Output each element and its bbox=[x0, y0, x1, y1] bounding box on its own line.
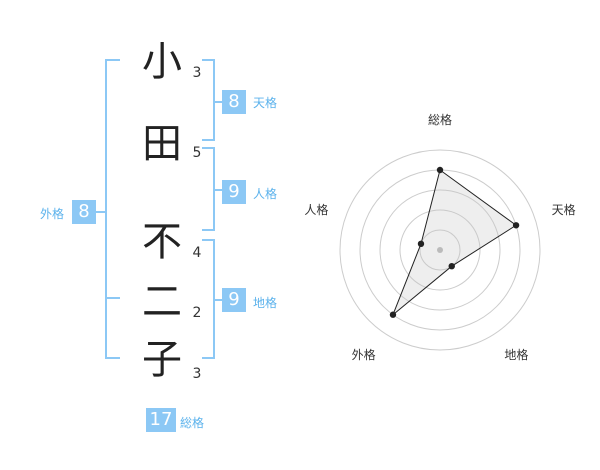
radar-area bbox=[392, 169, 517, 316]
name-char-2: 田 bbox=[142, 121, 182, 167]
name-char-4: 二 bbox=[142, 279, 182, 325]
tenkaku-value: 8 bbox=[222, 90, 246, 114]
gaikaku-label: 外格 bbox=[40, 207, 65, 221]
radar-axis-label-4: 外格 bbox=[352, 347, 376, 362]
radar-ring-5 bbox=[339, 149, 541, 351]
stroke-count-3: 4 bbox=[192, 245, 202, 261]
radar-axis-label-3: 地格 bbox=[504, 347, 528, 362]
radar-axis-label-1: 総格 bbox=[428, 112, 452, 127]
stroke-count-4: 2 bbox=[192, 305, 202, 321]
name-char-5: 子 bbox=[142, 337, 182, 383]
jinkaku-label: 人格 bbox=[253, 187, 278, 201]
name-char-3: 不 bbox=[142, 219, 182, 265]
radar-axis-label-2: 天格 bbox=[552, 202, 576, 217]
stroke-count-1: 3 bbox=[192, 65, 202, 81]
chikaku-label: 地格 bbox=[253, 296, 278, 310]
radar-ring-3 bbox=[379, 189, 501, 311]
name-char-1: 小 bbox=[142, 39, 182, 85]
radar-ring-1 bbox=[419, 229, 461, 271]
radar-point-3 bbox=[448, 262, 455, 270]
soukaku-label: 総格 bbox=[180, 416, 205, 430]
soukaku-value: 17 bbox=[146, 408, 176, 432]
radar-ring-2 bbox=[399, 209, 481, 291]
chikaku-value: 9 bbox=[222, 288, 246, 312]
radar-center-dot bbox=[437, 247, 443, 253]
radar-point-2 bbox=[512, 222, 520, 229]
gaikaku-value: 8 bbox=[72, 200, 96, 224]
jinkaku-value: 9 bbox=[222, 180, 246, 204]
radar-point-1 bbox=[436, 166, 444, 174]
tenkaku-label: 天格 bbox=[253, 96, 278, 110]
radar-point-4 bbox=[389, 311, 397, 318]
stroke-count-2: 5 bbox=[192, 145, 202, 161]
radar-point-5 bbox=[417, 240, 425, 248]
stroke-count-5: 3 bbox=[192, 366, 202, 382]
radar-axis-label-5: 人格 bbox=[304, 202, 328, 217]
